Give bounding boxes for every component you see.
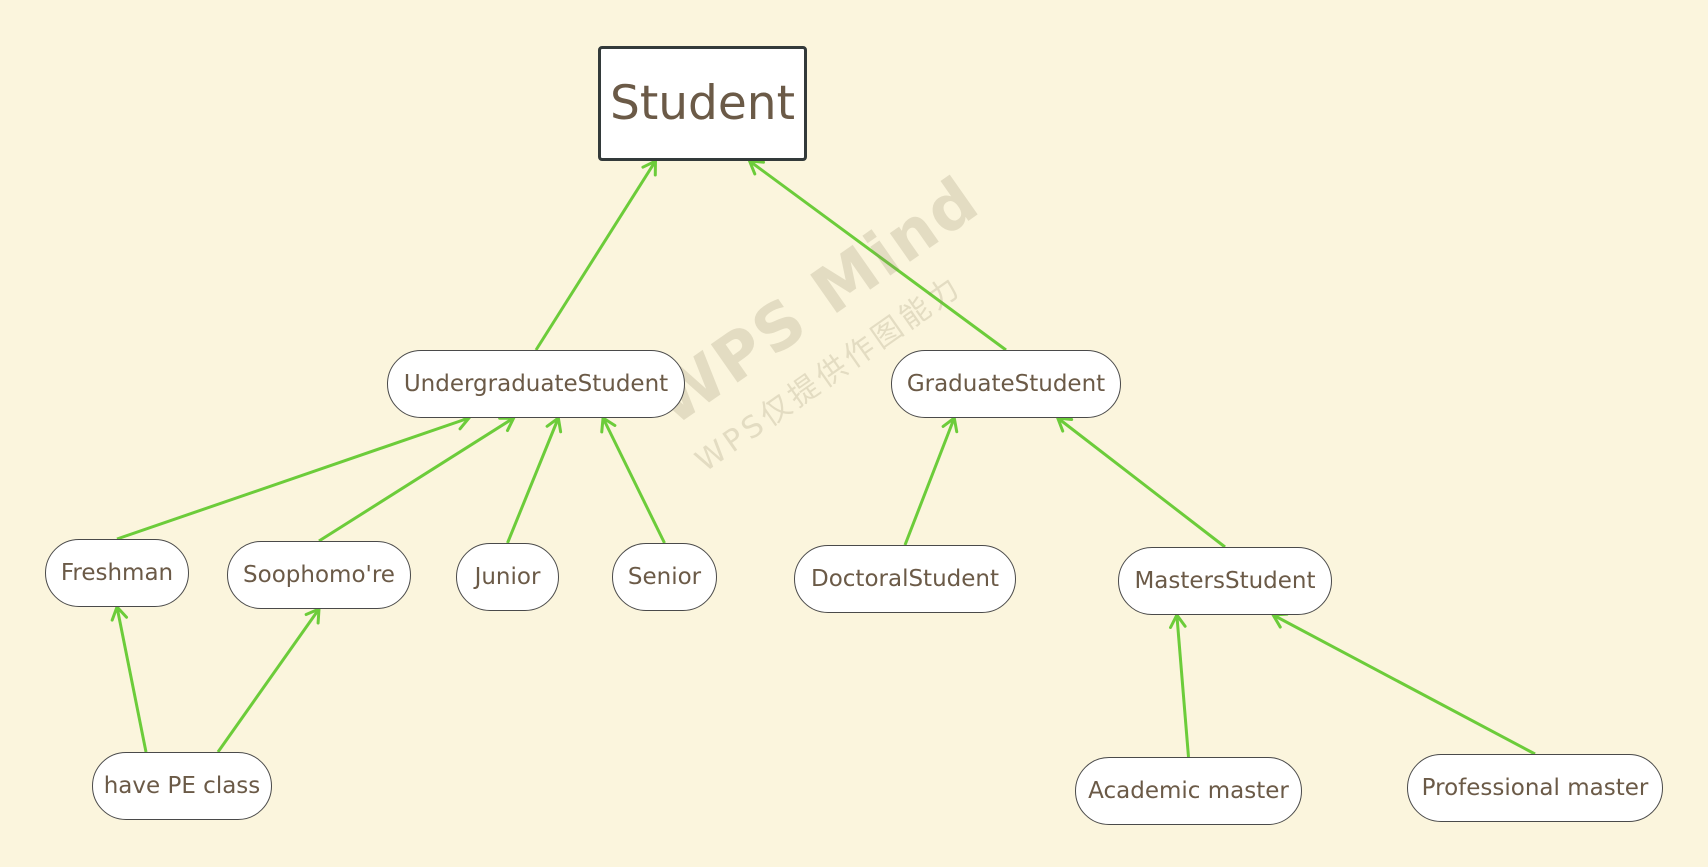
arrowhead-pe_class-to-sophomore <box>304 606 321 625</box>
connector-masters-to-graduate <box>1056 416 1226 549</box>
arrowhead-graduate-to-student <box>747 159 765 176</box>
arrowhead-junior-to-undergraduate <box>545 415 563 434</box>
arrowhead-senior-to-undergraduate <box>600 415 617 434</box>
connector-junior-to-undergraduate <box>506 417 560 544</box>
connector-doctoral-to-graduate <box>903 417 956 546</box>
node-doctoral-student[interactable]: DoctoralStudent <box>794 545 1016 613</box>
node-graduate-student[interactable]: GraduateStudent <box>891 350 1121 418</box>
arrowhead-academic_master-to-masters <box>1169 612 1187 629</box>
node-have-pe-class[interactable]: have PE class <box>92 752 272 820</box>
connector-pe_class-to-freshman <box>115 606 148 753</box>
connector-academic_master-to-masters <box>1175 614 1190 758</box>
connector-freshman-to-undergraduate <box>116 416 470 541</box>
connector-sophomore-to-undergraduate <box>318 416 515 543</box>
connector-undergraduate-to-student <box>534 160 657 351</box>
node-senior[interactable]: Senior <box>612 543 717 611</box>
arrowhead-masters-to-graduate <box>1055 416 1074 433</box>
node-sophomore[interactable]: Soophomo're <box>227 541 411 609</box>
node-academic-master[interactable]: Academic master <box>1075 757 1302 825</box>
node-masters-student[interactable]: MastersStudent <box>1118 547 1332 615</box>
node-undergraduate-student[interactable]: UndergraduateStudent <box>387 350 685 418</box>
node-junior[interactable]: Junior <box>456 543 559 611</box>
arrowhead-undergraduate-to-student <box>641 158 658 177</box>
arrowhead-pe_class-to-freshman <box>110 604 129 622</box>
node-student[interactable]: Student <box>598 46 807 161</box>
arrowhead-doctoral-to-graduate <box>941 415 959 434</box>
connector-senior-to-undergraduate <box>601 417 666 544</box>
node-professional-master[interactable]: Professional master <box>1407 754 1663 822</box>
connector-professional_master-to-masters <box>1272 613 1536 756</box>
node-freshman[interactable]: Freshman <box>45 539 189 607</box>
connector-graduate-to-student <box>748 159 1007 352</box>
arrowhead-sophomore-to-undergraduate <box>498 416 517 433</box>
connector-pe_class-to-sophomore <box>216 608 321 753</box>
